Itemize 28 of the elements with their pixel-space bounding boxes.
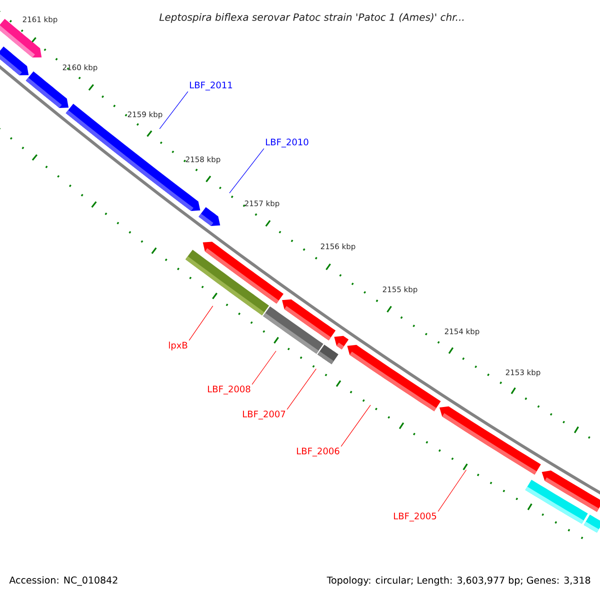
gene-block <box>198 207 220 226</box>
gene-label: LBF_2005 <box>394 512 436 522</box>
leader-line <box>159 91 188 130</box>
gene-block <box>584 514 600 533</box>
gene-label: LBF_2008 <box>208 386 250 394</box>
gene-label: LBF_2011 <box>190 82 232 90</box>
leader-line <box>438 470 467 512</box>
accession-text: Accession: NC_010842 <box>9 576 118 586</box>
gene-block <box>347 344 441 412</box>
leader-line <box>188 306 214 341</box>
leader-line <box>286 368 316 410</box>
gene-block <box>439 406 541 475</box>
leader-line <box>229 148 264 194</box>
title: Leptospira biflexa serovar Patoc strain 'Patoc 1 (Ames)' chr... <box>159 13 464 23</box>
gene-label: LBF_2007 <box>243 410 286 420</box>
gene-label: LBF_2010 <box>266 138 308 148</box>
gene-label: LBF_2006 <box>297 448 340 456</box>
gene-block <box>334 336 349 350</box>
genome-info-text: Topology: circular; Length: 3,603,977 bp; Genes: 3,318 <box>326 576 590 586</box>
gene-label: lpxB <box>169 342 188 350</box>
gene-block <box>282 299 336 340</box>
gene-block <box>202 242 284 304</box>
gene-block <box>317 344 338 364</box>
leader-line <box>252 350 276 385</box>
gene-block <box>26 71 69 108</box>
leader-line <box>340 404 371 447</box>
gene-block <box>542 470 600 512</box>
gene-block <box>0 46 29 76</box>
